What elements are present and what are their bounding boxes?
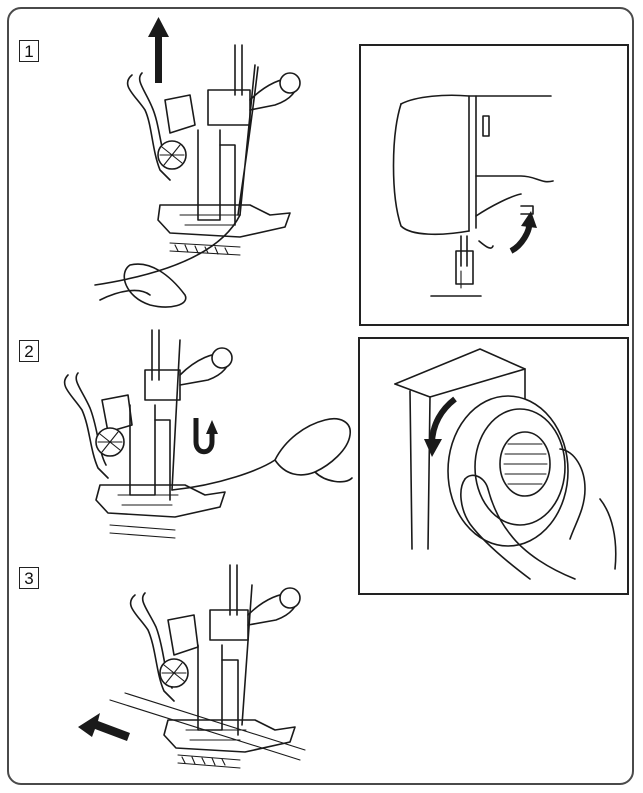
step-3-badge: 3 bbox=[19, 567, 39, 589]
left-arrow-icon bbox=[78, 713, 130, 741]
figure-frame bbox=[7, 7, 634, 785]
presser-foot-lever-icon bbox=[392, 94, 554, 297]
turn-arrow-icon bbox=[193, 418, 218, 455]
inset-presser-lever bbox=[359, 44, 629, 326]
presser-foot-raised-icon bbox=[94, 17, 301, 308]
handwheel-turn-icon bbox=[394, 348, 617, 580]
step-1-badge: 1 bbox=[19, 40, 39, 62]
up-arrow-icon bbox=[148, 17, 169, 83]
presser-foot-fabric-icon bbox=[78, 564, 306, 769]
inset-handwheel bbox=[358, 337, 629, 595]
pull-thread-icon bbox=[63, 329, 353, 539]
step-2-badge: 2 bbox=[19, 340, 39, 362]
